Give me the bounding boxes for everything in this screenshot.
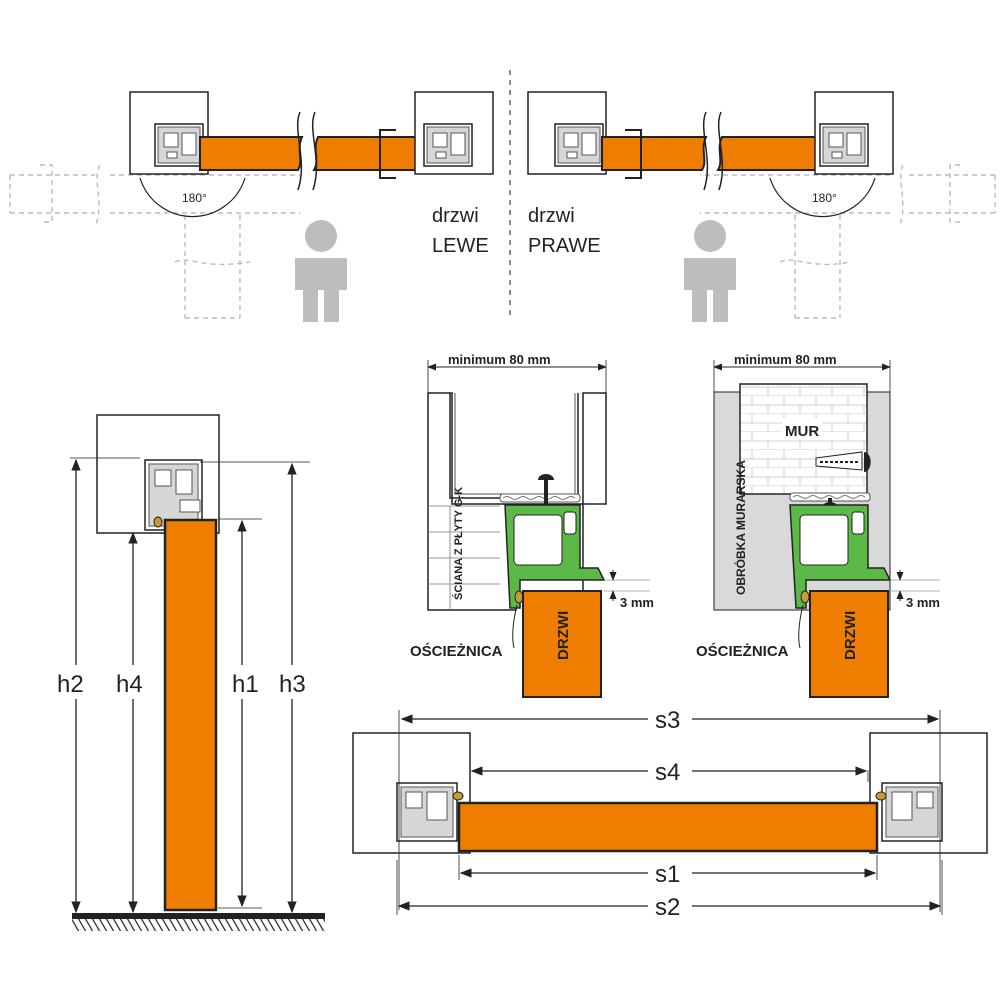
frame-label: OŚCIEŻNICA bbox=[696, 642, 789, 660]
width-diagram: s3 s4 s1 s2 bbox=[352, 704, 988, 921]
gap-label: 3 mm bbox=[906, 595, 940, 610]
door-leaf-plan bbox=[457, 801, 879, 853]
finish-label: OBRÓBKA MURARSKA bbox=[733, 460, 748, 595]
door-type-label-line1: drzwi bbox=[528, 205, 575, 227]
angle-label: 180° bbox=[182, 191, 207, 205]
frame-profile-right bbox=[423, 123, 473, 167]
frame-profile-left bbox=[154, 123, 204, 167]
label-s4: s4 bbox=[655, 759, 680, 786]
swing-arc bbox=[769, 177, 876, 218]
door-label: DRZWI bbox=[555, 611, 572, 660]
label-h2: h2 bbox=[57, 671, 84, 698]
angle-label: 180° bbox=[812, 191, 837, 205]
door-type-label-line2: PRAWE bbox=[528, 235, 601, 257]
door-type-label-line1: drzwi bbox=[432, 205, 479, 227]
section-masonry-wall: minimum 80 mm MUR DRZWI OBRÓBKA MURARSKA… bbox=[696, 352, 940, 698]
label-h3: h3 bbox=[279, 671, 306, 698]
dashed-open-position bbox=[9, 164, 300, 319]
height-diagram: h2 h4 h1 h3 bbox=[55, 414, 325, 931]
label-h1: h1 bbox=[232, 671, 259, 698]
person-icon bbox=[295, 220, 347, 322]
door-leaf-part2 bbox=[312, 136, 421, 171]
door-leaf-elevation bbox=[163, 518, 218, 912]
label-h4: h4 bbox=[116, 671, 143, 698]
door-type-label-line2: LEWE bbox=[432, 235, 489, 257]
frame-label: OŚCIEŻNICA bbox=[410, 642, 503, 660]
frame-profile-right bbox=[819, 123, 869, 167]
door-section bbox=[809, 590, 889, 698]
person-icon bbox=[684, 220, 736, 322]
minimum-label: minimum 80 mm bbox=[448, 352, 551, 367]
top-left-door-plan: 180° drzwi LEWE bbox=[9, 91, 494, 322]
door-label: DRZWI bbox=[842, 611, 859, 660]
door-leaf-part2 bbox=[716, 136, 823, 171]
masonry-label: MUR bbox=[785, 423, 819, 440]
swing-arc bbox=[139, 177, 246, 218]
door-handle bbox=[625, 129, 642, 179]
floor-line bbox=[72, 913, 325, 919]
break-lines bbox=[702, 111, 724, 191]
break-lines bbox=[296, 111, 318, 191]
door-leaf-part1 bbox=[601, 136, 708, 171]
door-leaf-part1 bbox=[199, 136, 304, 171]
gap-label: 3 mm bbox=[620, 595, 654, 610]
dashed-open-position bbox=[700, 164, 996, 319]
door-section bbox=[522, 590, 602, 698]
label-s1: s1 bbox=[655, 861, 680, 888]
frame-profile-left bbox=[554, 123, 604, 167]
minimum-label: minimum 80 mm bbox=[734, 352, 837, 367]
section-gk-wall: minimum 80 mm DRZWI ŚCIANA Z PŁYTY G-K 3… bbox=[410, 352, 654, 698]
floor-hatch bbox=[72, 919, 325, 931]
label-s2: s2 bbox=[655, 894, 680, 921]
wall-label: ŚCIANA Z PŁYTY G-K bbox=[452, 487, 465, 600]
top-right-door-plan: 180° drzwi PRAWE bbox=[527, 91, 996, 322]
door-handle bbox=[379, 129, 396, 179]
label-s3: s3 bbox=[655, 707, 680, 734]
